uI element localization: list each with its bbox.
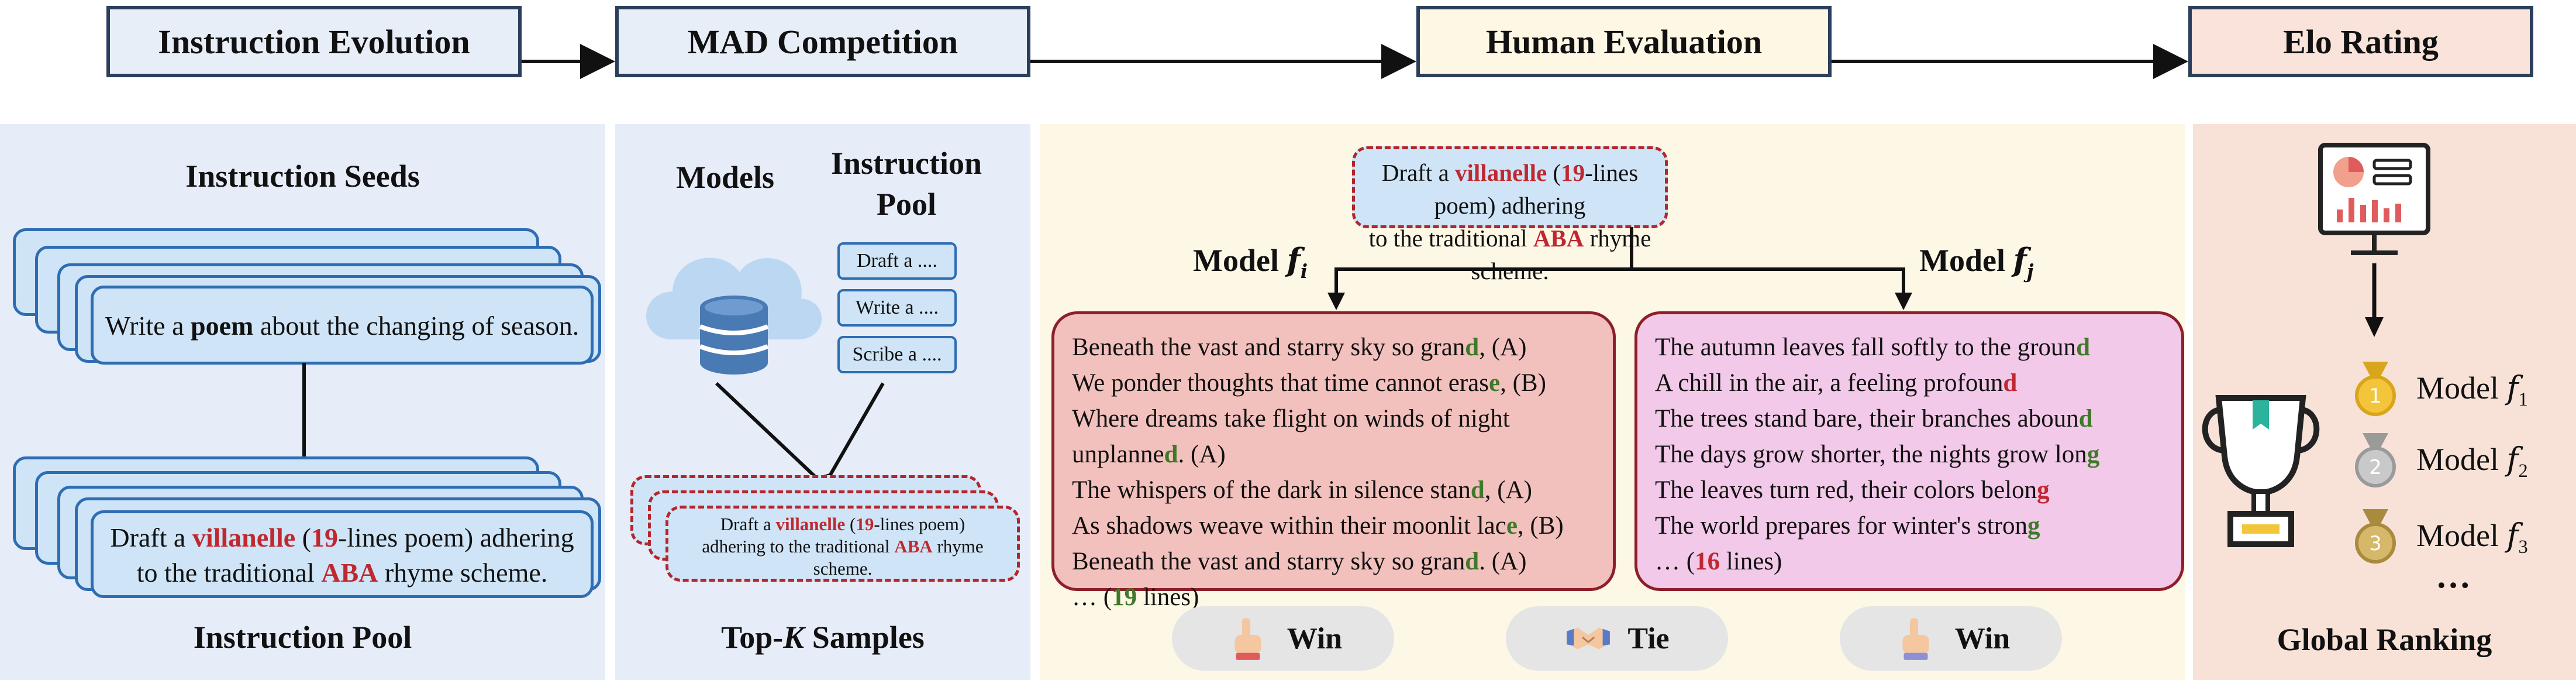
response-model-fi: Beneath the vast and starry sky so grand… <box>1051 311 1616 611</box>
ranking-entry: 3 Model f3 <box>2352 509 2528 565</box>
ranking-model-label: Model f2 <box>2416 440 2528 482</box>
stage-flow-arrows <box>522 44 2188 79</box>
seed-card: Write a poem about the changing of seaso… <box>91 286 594 365</box>
response-model-fj: The autumn leaves fall softly to the gro… <box>1634 311 2184 591</box>
poem-line: The trees stand bare, their branches abo… <box>1655 405 2093 432</box>
poem-line: The days grow shorter, the nights grow l… <box>1655 441 2100 468</box>
win-left-button[interactable]: Win <box>1172 606 1394 671</box>
elo-down-arrow <box>2365 263 2384 337</box>
pool-item: Write a .... <box>837 289 957 327</box>
model-fj-label: Model fj <box>1919 241 2034 283</box>
poem-line: The whispers of the dark in silence stan… <box>1072 476 1532 504</box>
global-ranking-heading: Global Ranking <box>2277 622 2492 657</box>
seed-instruction: Write a poem about the changing of seaso… <box>105 311 580 341</box>
top-k-sample-card: Draft a villanelle (19-lines poem) adher… <box>665 506 1020 582</box>
evaluation-branch-arrows <box>1327 227 1912 310</box>
pointing-hand-icon <box>1902 618 1929 660</box>
tie-label: Tie <box>1627 621 1670 655</box>
medal-icon: 2 <box>2355 433 2396 487</box>
top-k-samples-heading: Top-K Samples <box>721 620 925 655</box>
stage-label: Elo Rating <box>2283 22 2439 61</box>
response-lines: Beneath the vast and starry sky so grand… <box>1072 329 1595 579</box>
ranking-entry: 2 Model f2 <box>2352 433 2528 489</box>
poem-line: We ponder thoughts that time cannot eras… <box>1072 369 1546 397</box>
model-fi-label: Model fi <box>1193 241 1308 283</box>
evaluation-prompt: Draft a villanelle (19-lines poem) adher… <box>1368 159 1651 284</box>
evolved-instruction: Draft a villanelle (19-lines poem) adher… <box>110 523 574 588</box>
poem-line: Beneath the vast and starry sky so grand… <box>1072 548 1527 575</box>
stage-label: Instruction Evolution <box>158 22 470 61</box>
stage-elo-rating: Elo Rating <box>2188 6 2533 77</box>
models-label: Models <box>676 160 774 195</box>
stage-human-evaluation: Human Evaluation <box>1416 6 1832 77</box>
svg-text:1: 1 <box>2369 384 2382 408</box>
stage-mad-competition: MAD Competition <box>615 6 1030 77</box>
poem-line: Beneath the vast and starry sky so grand… <box>1072 334 1527 361</box>
instruction-pool-heading: Instruction Pool <box>193 620 412 655</box>
poem-line: The leaves turn red, their colors belong <box>1655 476 2050 504</box>
ranking-model-label: Model f1 <box>2416 369 2528 410</box>
poem-line: As shadows weave within their moonlit la… <box>1072 512 1564 540</box>
pool-item: Scribe a .... <box>837 336 957 373</box>
pointing-hand-icon <box>1234 618 1261 660</box>
win-right-button[interactable]: Win <box>1840 606 2062 671</box>
poem-line: The autumn leaves fall softly to the gro… <box>1655 334 2090 361</box>
medal-icon: 3 <box>2355 509 2396 564</box>
poem-line: unplanned. (A) <box>1072 441 1226 468</box>
trophy-icon <box>2202 395 2320 547</box>
ranking-ellipsis: … <box>2436 557 2471 595</box>
svg-text:2: 2 <box>2369 456 2382 479</box>
dashboard-chart-icon <box>2318 143 2430 255</box>
seeds-heading: Instruction Seeds <box>185 159 420 194</box>
panel-mad-competition <box>615 124 1030 680</box>
ranking-entry: 1 Model f1 <box>2352 362 2528 418</box>
medal-icon: 1 <box>2355 362 2396 416</box>
win-left-label: Win <box>1287 621 1343 655</box>
top-k-sample-text: Draft a villanelle (19-lines poem) adher… <box>702 514 984 579</box>
stage-label: Human Evaluation <box>1485 22 1763 61</box>
poem-line: The world prepares for winter's strong <box>1655 512 2040 540</box>
win-right-label: Win <box>1954 621 2011 655</box>
poem-line: A chill in the air, a feeling profound <box>1655 369 2018 397</box>
handshake-icon <box>1567 627 1611 650</box>
response-lines: The autumn leaves fall softly to the gro… <box>1655 329 2164 544</box>
response-length: … (16 lines) <box>1655 548 1782 575</box>
poem-line: Where dreams take flight on winds of nig… <box>1072 405 1510 432</box>
response-length: … (19 lines) <box>1072 583 1199 611</box>
ranking-model-label: Model f3 <box>2416 516 2528 558</box>
stage-label: MAD Competition <box>687 22 958 61</box>
pool-item: Draft a .... <box>837 242 957 280</box>
tie-button[interactable]: Tie <box>1506 606 1728 671</box>
svg-text:3: 3 <box>2369 532 2382 555</box>
cloud-database-icon <box>646 257 822 375</box>
evolved-instruction-card: Draft a villanelle (19-lines poem) adher… <box>91 510 594 598</box>
evaluation-prompt-card: Draft a villanelle (19-lines poem) adher… <box>1352 146 1668 284</box>
stage-instruction-evolution: Instruction Evolution <box>106 6 522 77</box>
